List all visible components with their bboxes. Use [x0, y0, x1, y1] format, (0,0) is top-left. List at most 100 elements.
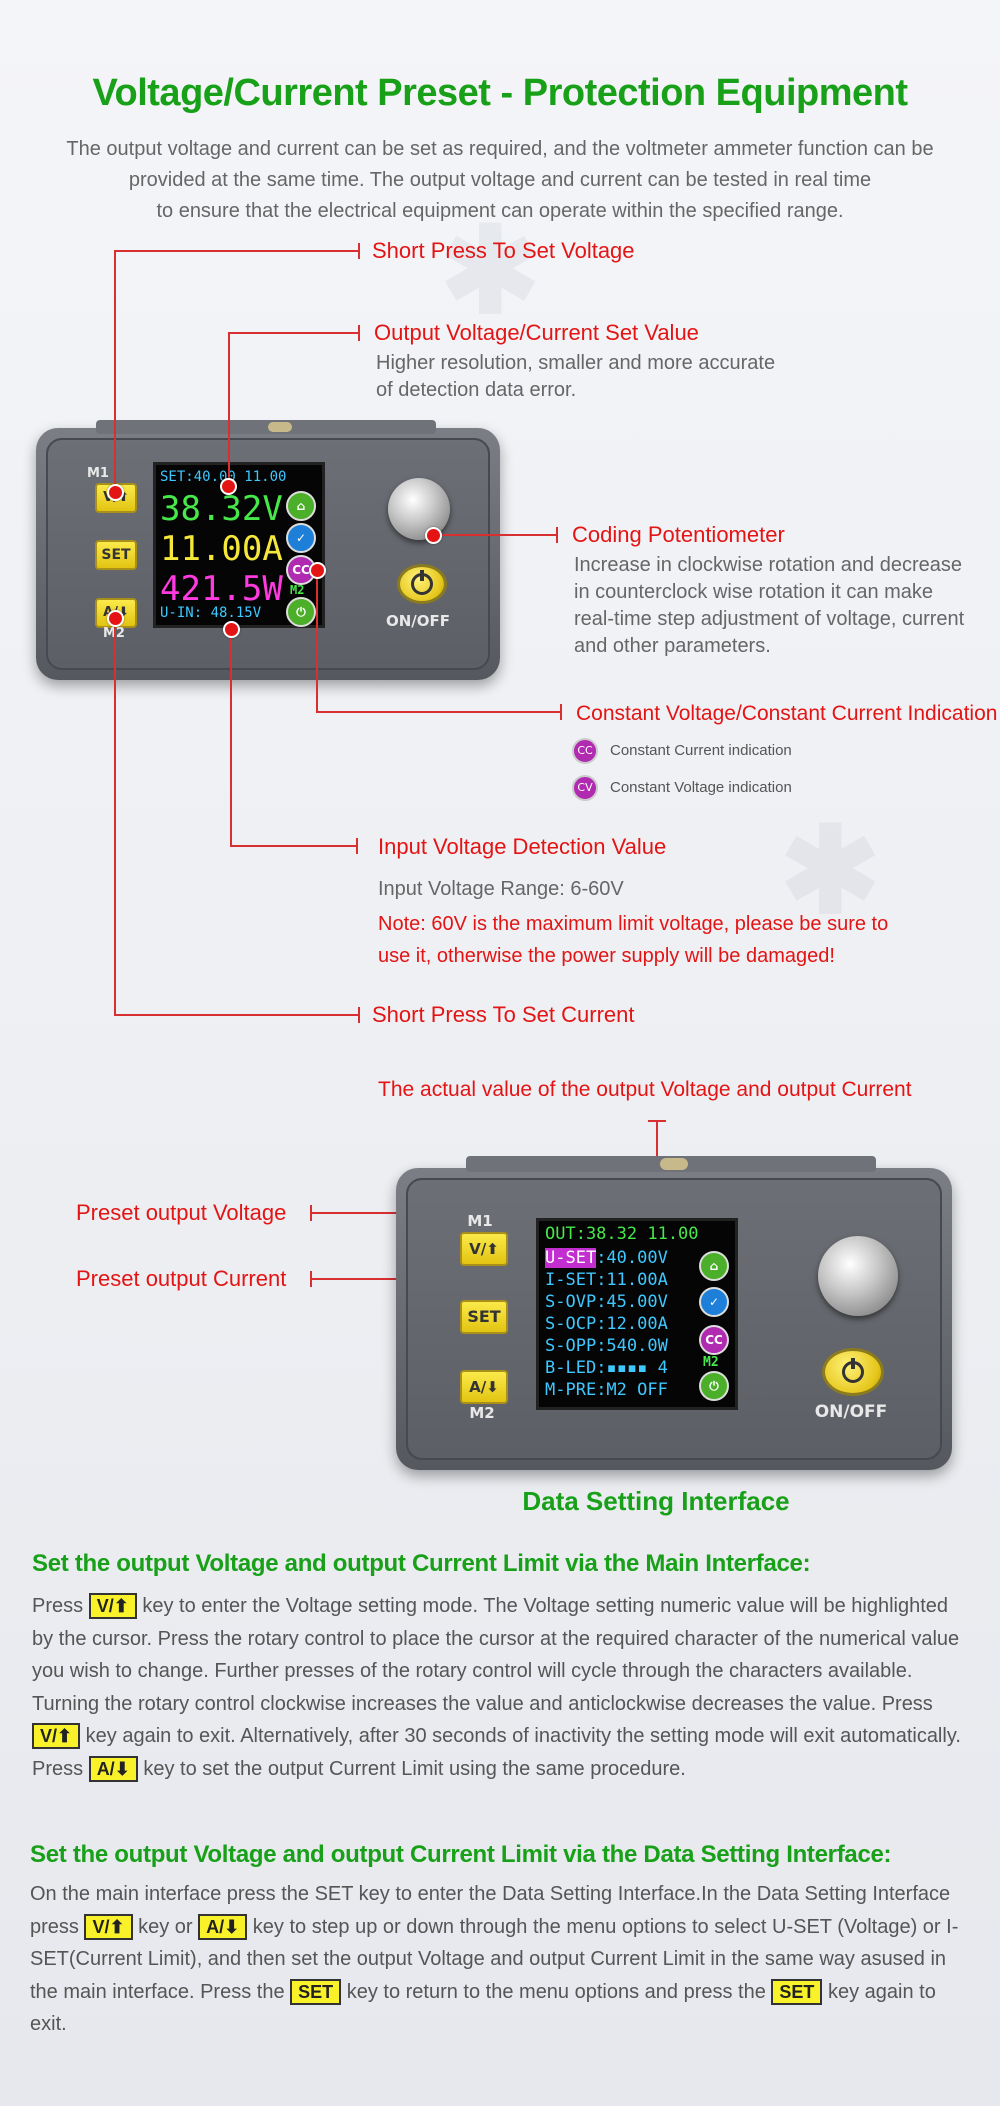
callout-line: [358, 243, 360, 259]
menu-label: S-OVP: [545, 1292, 597, 1312]
power-icon: ⏻: [286, 597, 316, 627]
section2-heading: Set the output Voltage and output Curren…: [30, 1841, 892, 1868]
input-voltage: U-IN: 48.15V: [160, 605, 262, 621]
actual-value-label: The actual value of the output Voltage a…: [378, 1078, 912, 1101]
set-key-badge: SET: [771, 1978, 823, 2005]
mode-label: M2: [290, 583, 305, 597]
menu-row-sovp[interactable]: S-OVP:45.00V: [545, 1291, 668, 1313]
v-up-key[interactable]: V/⬆: [460, 1232, 508, 1266]
callout-dot: [107, 484, 124, 501]
section1-paragraph: Press V/⬆ key to enter the Voltage setti…: [32, 1590, 968, 1785]
menu-label: I-SET: [545, 1270, 597, 1290]
coding-pot-title: Coding Potentiometer: [572, 522, 785, 547]
m2-label: M2: [94, 626, 134, 641]
intro-line: The output voltage and current can be se…: [66, 138, 934, 160]
intro-line: provided at the same time. The output vo…: [128, 169, 872, 191]
text-run: key to set the output Current Limit usin…: [137, 1757, 686, 1780]
callout-line: [648, 1120, 666, 1122]
set-key-badge: SET: [290, 1978, 342, 2005]
device-settings: M1 V/⬆ SET A/⬇ M2 OUT:38.32 11.00 U-SET:…: [396, 1156, 952, 1470]
callout-line: [114, 1014, 360, 1016]
menu-value: :12.00A: [596, 1314, 668, 1334]
cv-legend-icon: CV: [572, 775, 598, 801]
desc-line: of detection data error.: [376, 379, 577, 401]
set-key[interactable]: SET: [95, 540, 137, 570]
callout-line: [228, 332, 230, 490]
power-symbol-icon: [411, 570, 433, 595]
callout-line: [230, 845, 358, 847]
callout-line: [432, 534, 558, 536]
text-run: key to enter the Voltage setting mode. T…: [32, 1595, 960, 1715]
coding-pot-desc: Increase in clockwise rotation and decre…: [574, 552, 964, 660]
watermark-logo: ✱: [440, 200, 541, 341]
callout-line: [114, 250, 360, 252]
v-key-badge: V/⬆: [88, 1593, 137, 1619]
menu-value: :540.0W: [596, 1336, 668, 1356]
desc-line: in counterclock wise rotation it can mak…: [574, 581, 934, 603]
text-run: key to return to the menu options and pr…: [341, 1980, 772, 2003]
settings-caption: Data Setting Interface: [522, 1486, 790, 1516]
mode-label: M2: [703, 1355, 719, 1370]
device-top-bar: [96, 420, 436, 434]
input-note: Note: 60V is the maximum limit voltage, …: [378, 908, 888, 972]
input-title: Input Voltage Detection Value: [378, 834, 667, 859]
rotary-knob[interactable]: [818, 1236, 898, 1316]
menu-label: M-PRE: [545, 1380, 597, 1400]
callout-line: [310, 1205, 312, 1221]
callout-line: [316, 711, 562, 713]
lcd-screen: SET:40.00 11.00 38.32V 11.00A 421.5W U-I…: [153, 462, 325, 628]
callout-line: [358, 325, 360, 341]
power-button[interactable]: [397, 564, 447, 604]
power-icon: ⏻: [699, 1371, 729, 1401]
lcd-screen: OUT:38.32 11.00 U-SET:40.00V I-SET:11.00…: [536, 1218, 738, 1410]
callout-dot: [309, 562, 326, 579]
section1-heading: Set the output Voltage and output Curren…: [32, 1550, 811, 1577]
menu-label: S-OCP: [545, 1314, 597, 1334]
menu-value: :M2 OFF: [596, 1380, 668, 1400]
m1-label: M1: [467, 1212, 493, 1230]
m1-label: M1: [87, 466, 109, 481]
device-screw: [268, 422, 292, 432]
callout-line: [228, 332, 360, 334]
current-readout: 11.00A: [160, 529, 283, 569]
preset-current-label: Preset output Current: [76, 1266, 287, 1291]
menu-row-bled[interactable]: B-LED:▪▪▪▪ 4: [545, 1357, 668, 1379]
callout-dot: [425, 527, 442, 544]
note-line: Note: 60V is the maximum limit voltage, …: [378, 913, 889, 935]
a-key-badge: A/⬇: [198, 1913, 248, 1940]
text-run: key or: [132, 1915, 199, 1938]
set-key[interactable]: SET: [460, 1300, 508, 1334]
lock-icon: ⌂: [286, 491, 316, 521]
device-faceplate: M1 V/⬆ SET A/⬇ M2 OUT:38.32 11.00 U-SET:…: [406, 1178, 942, 1460]
menu-value: :40.00V: [596, 1248, 668, 1268]
text-run: Press: [32, 1595, 84, 1617]
menu-label: U-SET: [545, 1248, 597, 1268]
desc-line: real-time step adjustment of voltage, cu…: [574, 608, 965, 630]
a-key-badge: A/⬇: [88, 1755, 138, 1782]
menu-value: :▪▪▪▪ 4: [596, 1358, 668, 1378]
note-line: use it, otherwise the power supply will …: [378, 945, 835, 967]
callout-line: [358, 1007, 360, 1023]
power-button[interactable]: [822, 1348, 884, 1396]
m2-label: M2: [469, 1404, 495, 1422]
menu-row-sopp[interactable]: S-OPP:540.0W: [545, 1335, 668, 1357]
callout-line: [114, 616, 116, 1015]
callout-line: [560, 704, 562, 720]
menu-value: :45.00V: [596, 1292, 668, 1312]
menu-row-uset[interactable]: U-SET:40.00V: [545, 1247, 668, 1269]
onoff-label: ON/OFF: [385, 612, 451, 630]
v-key-badge: V/⬆: [32, 1723, 81, 1749]
cv-cc-title: Constant Voltage/Constant Current Indica…: [576, 702, 998, 725]
page-title: Voltage/Current Preset - Protection Equi…: [92, 72, 908, 114]
intro-line: to ensure that the electrical equipment …: [156, 200, 844, 222]
text-run: key again to exit.: [30, 1980, 936, 2036]
input-range: Input Voltage Range: 6-60V: [378, 878, 624, 900]
short-press-current-label: Short Press To Set Current: [372, 1002, 635, 1027]
set-line: SET:40.00 11.00: [160, 469, 287, 485]
menu-row-iset[interactable]: I-SET:11.00A: [545, 1269, 668, 1291]
menu-label: B-LED: [545, 1358, 597, 1378]
menu-row-socp[interactable]: S-OCP:12.00A: [545, 1313, 668, 1335]
a-down-key[interactable]: A/⬇: [460, 1370, 508, 1404]
menu-row-mpre[interactable]: M-PRE:M2 OFF: [545, 1379, 668, 1401]
section2-paragraph: On the main interface press the SET key …: [30, 1878, 970, 2041]
